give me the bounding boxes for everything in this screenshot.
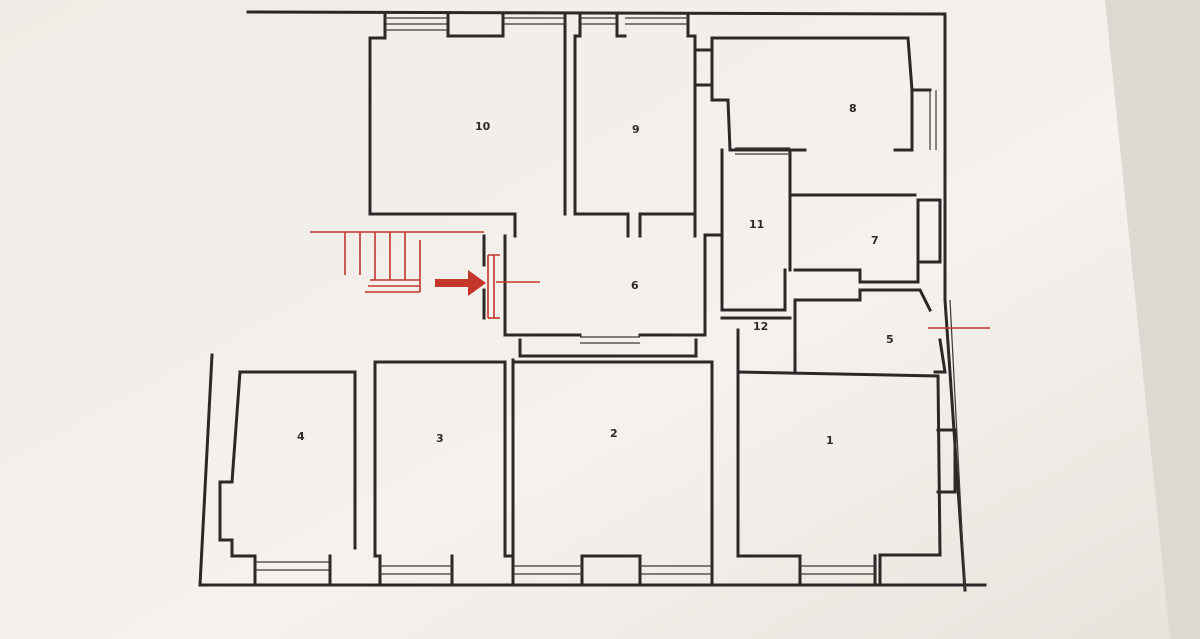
paper-sheet [0,0,1170,639]
room-label-9: 9 [632,123,640,136]
window-lines [255,17,966,591]
room-label-8: 8 [849,102,857,115]
room-label-3: 3 [436,432,444,445]
entrance-marking [310,231,990,329]
room-labels: 1 2 3 4 5 6 7 8 9 10 11 12 [297,102,894,447]
room-label-6: 6 [631,279,639,292]
room-label-7: 7 [871,234,879,247]
entrance-arrow-icon [435,270,486,296]
walls [198,10,987,592]
room-label-12: 12 [753,320,768,333]
room-label-10: 10 [475,120,491,133]
background-surface [1105,0,1200,639]
room-label-2: 2 [610,427,618,440]
room-label-4: 4 [297,430,305,443]
room-label-1: 1 [826,434,834,447]
room-label-5: 5 [886,333,894,346]
room-label-11: 11 [749,218,764,231]
